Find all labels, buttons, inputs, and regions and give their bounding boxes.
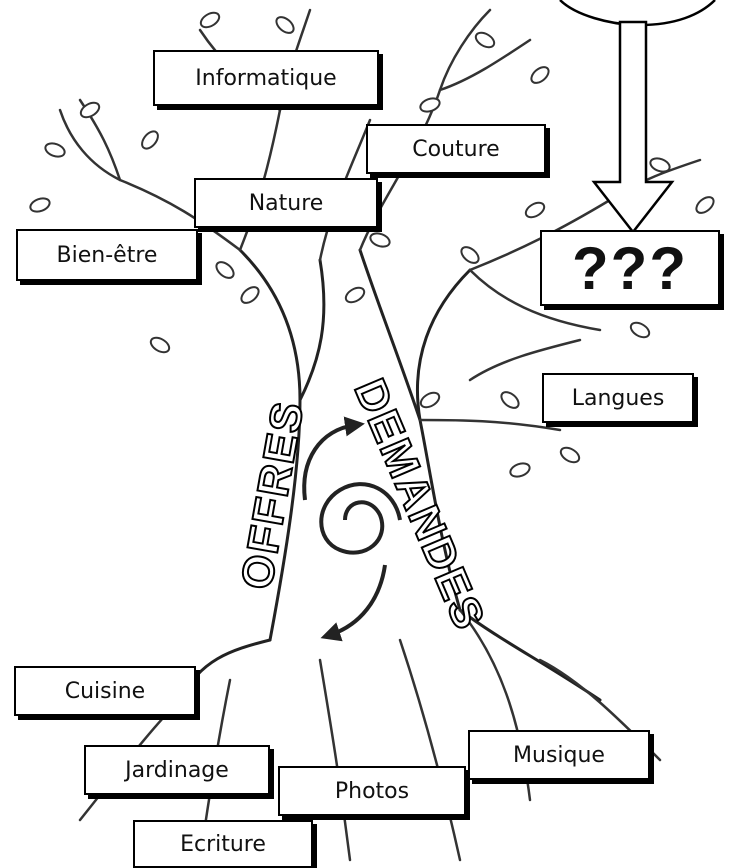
label-cuisine: Cuisine bbox=[14, 666, 196, 716]
label-couture: Couture bbox=[366, 124, 546, 174]
label-langues: Langues bbox=[542, 373, 694, 423]
label-ecriture: Ecriture bbox=[133, 820, 313, 868]
label-musique: Musique bbox=[468, 730, 650, 780]
label-nature: Nature bbox=[194, 178, 378, 228]
label-bien-etre: Bien-être bbox=[16, 229, 198, 281]
label-jardinage: Jardinage bbox=[84, 745, 270, 795]
label-photos: Photos bbox=[278, 766, 466, 816]
down-arrow bbox=[594, 22, 672, 232]
label-unknown: ??? bbox=[540, 230, 720, 306]
label-informatique: Informatique bbox=[153, 50, 379, 106]
